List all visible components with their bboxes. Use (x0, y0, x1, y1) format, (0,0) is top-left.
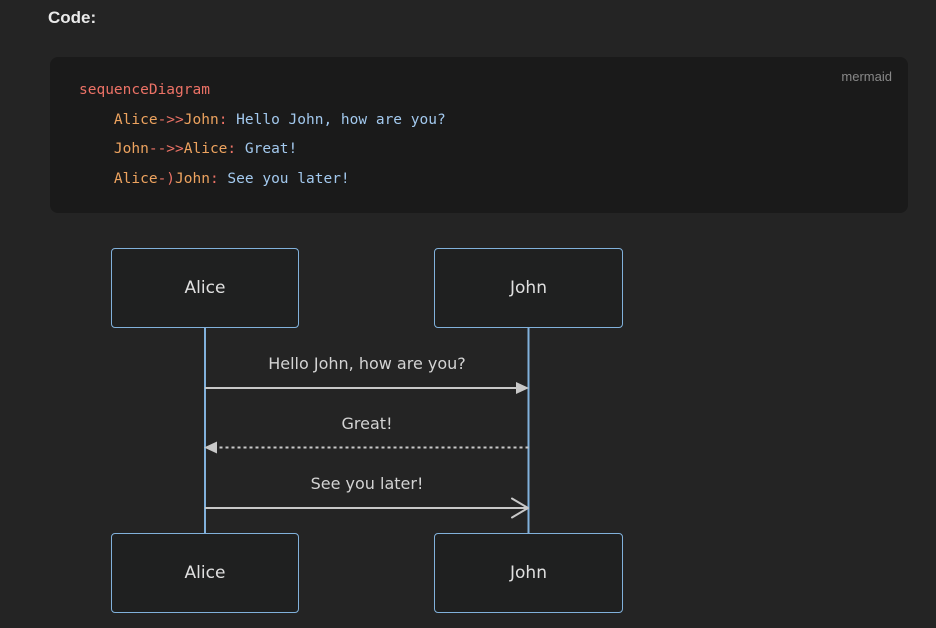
code-token-actor: Alice (113, 171, 158, 188)
code-language-label: mermaid (841, 69, 892, 84)
code-line: sequenceDiagram (79, 76, 898, 106)
code-token-actor: Alice (113, 111, 158, 128)
message-label-2: Great! (341, 414, 393, 433)
code-token-keyword: sequenceDiagram (79, 82, 210, 98)
code-token-arrow: -->> (148, 141, 184, 158)
section-heading: Code: (48, 8, 97, 27)
code-token-indent (79, 141, 114, 157)
code-token-actor: John (175, 171, 210, 188)
code-line: Alice->>John: Hello John, how are you? (79, 106, 898, 136)
code-token-actor: John (183, 111, 219, 128)
code-token-message: See you later! (218, 171, 350, 188)
code-token-message: Great! (236, 141, 298, 158)
arrowhead-open-right-icon (511, 497, 529, 519)
actor-box-john-bottom: John (434, 533, 623, 613)
arrowhead-filled-left-icon (204, 441, 217, 454)
code-token-colon: : (209, 171, 219, 188)
code-line: John-->>Alice: Great! (79, 135, 898, 165)
actor-box-alice-bottom: Alice (111, 533, 299, 613)
message-label-3: See you later! (310, 474, 424, 493)
code-block: mermaid sequenceDiagram Alice->>John: He… (50, 57, 908, 213)
code-content: sequenceDiagram Alice->>John: Hello John… (79, 76, 898, 195)
code-token-arrow: ->> (157, 111, 184, 128)
code-token-colon: : (218, 111, 228, 128)
arrowhead-filled-right-icon (516, 382, 529, 394)
message-label-1: Hello John, how are you? (268, 354, 466, 373)
code-token-indent (79, 171, 114, 187)
code-token-message: Hello John, how are you? (227, 111, 446, 128)
code-token-actor: Alice (183, 141, 228, 158)
actor-box-alice-top: Alice (111, 248, 299, 328)
code-token-actor: John (113, 141, 149, 158)
code-token-indent (79, 112, 114, 128)
code-token-colon: : (227, 141, 237, 158)
code-line: Alice-)John: See you later! (79, 165, 898, 195)
code-token-arrow: -) (157, 171, 176, 188)
actor-box-john-top: John (434, 248, 623, 328)
